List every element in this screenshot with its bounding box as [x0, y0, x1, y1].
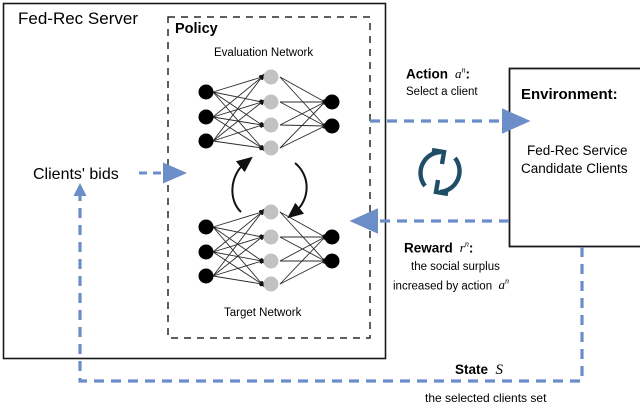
state-sublabel: the selected clients set	[425, 391, 547, 405]
evaluation-network-label: Evaluation Network	[214, 47, 314, 59]
target-hidden-nodes	[263, 204, 279, 292]
policy-title: Policy	[175, 21, 218, 37]
eval-output-nodes	[324, 94, 340, 134]
evaluation-network	[198, 69, 340, 156]
sync-refresh-icon	[418, 147, 462, 197]
environment-box	[508, 67, 640, 248]
clients-bids-label: Clients' bids	[33, 166, 119, 183]
state-symbol: S	[495, 362, 504, 378]
action-label-text: Action	[406, 66, 448, 82]
reward-label: Reward rn:	[404, 240, 473, 256]
fed-rec-server-box	[2, 2, 387, 360]
target-input-nodes	[198, 219, 214, 284]
curved-arrow-up-icon	[231, 156, 253, 213]
action-symbol: an	[455, 66, 466, 82]
action-sublabel: Select a client	[406, 86, 478, 98]
environment-line-2: Candidate Clients	[521, 161, 628, 176]
curved-arrow-down-icon	[287, 162, 308, 219]
fed-rec-server-title: Fed-Rec Server	[18, 9, 138, 28]
reward-line-2-text: increased by action	[393, 280, 493, 293]
target-network	[198, 204, 340, 292]
reward-colon: :	[468, 240, 474, 256]
environment-line-1: Fed-Rec Service	[527, 143, 628, 158]
state-label-text: State	[455, 362, 489, 377]
target-output-nodes	[324, 229, 340, 269]
action-label: Action an:	[406, 66, 470, 82]
reward-symbol: rn	[459, 240, 469, 256]
action-colon: :	[465, 66, 471, 82]
reward-line-2-symbol: an	[498, 277, 510, 293]
environment-title: Environment:	[521, 86, 618, 103]
reward-label-text: Reward	[404, 240, 453, 256]
eval-input-nodes	[198, 84, 214, 149]
reward-line-1: the social surplus	[411, 261, 500, 273]
reward-line-2: increased by action an	[393, 277, 509, 294]
state-label: State S	[455, 362, 503, 379]
target-network-label: Target Network	[224, 307, 302, 319]
state-flow-arrowhead	[73, 183, 87, 196]
eval-hidden-nodes	[263, 69, 279, 156]
